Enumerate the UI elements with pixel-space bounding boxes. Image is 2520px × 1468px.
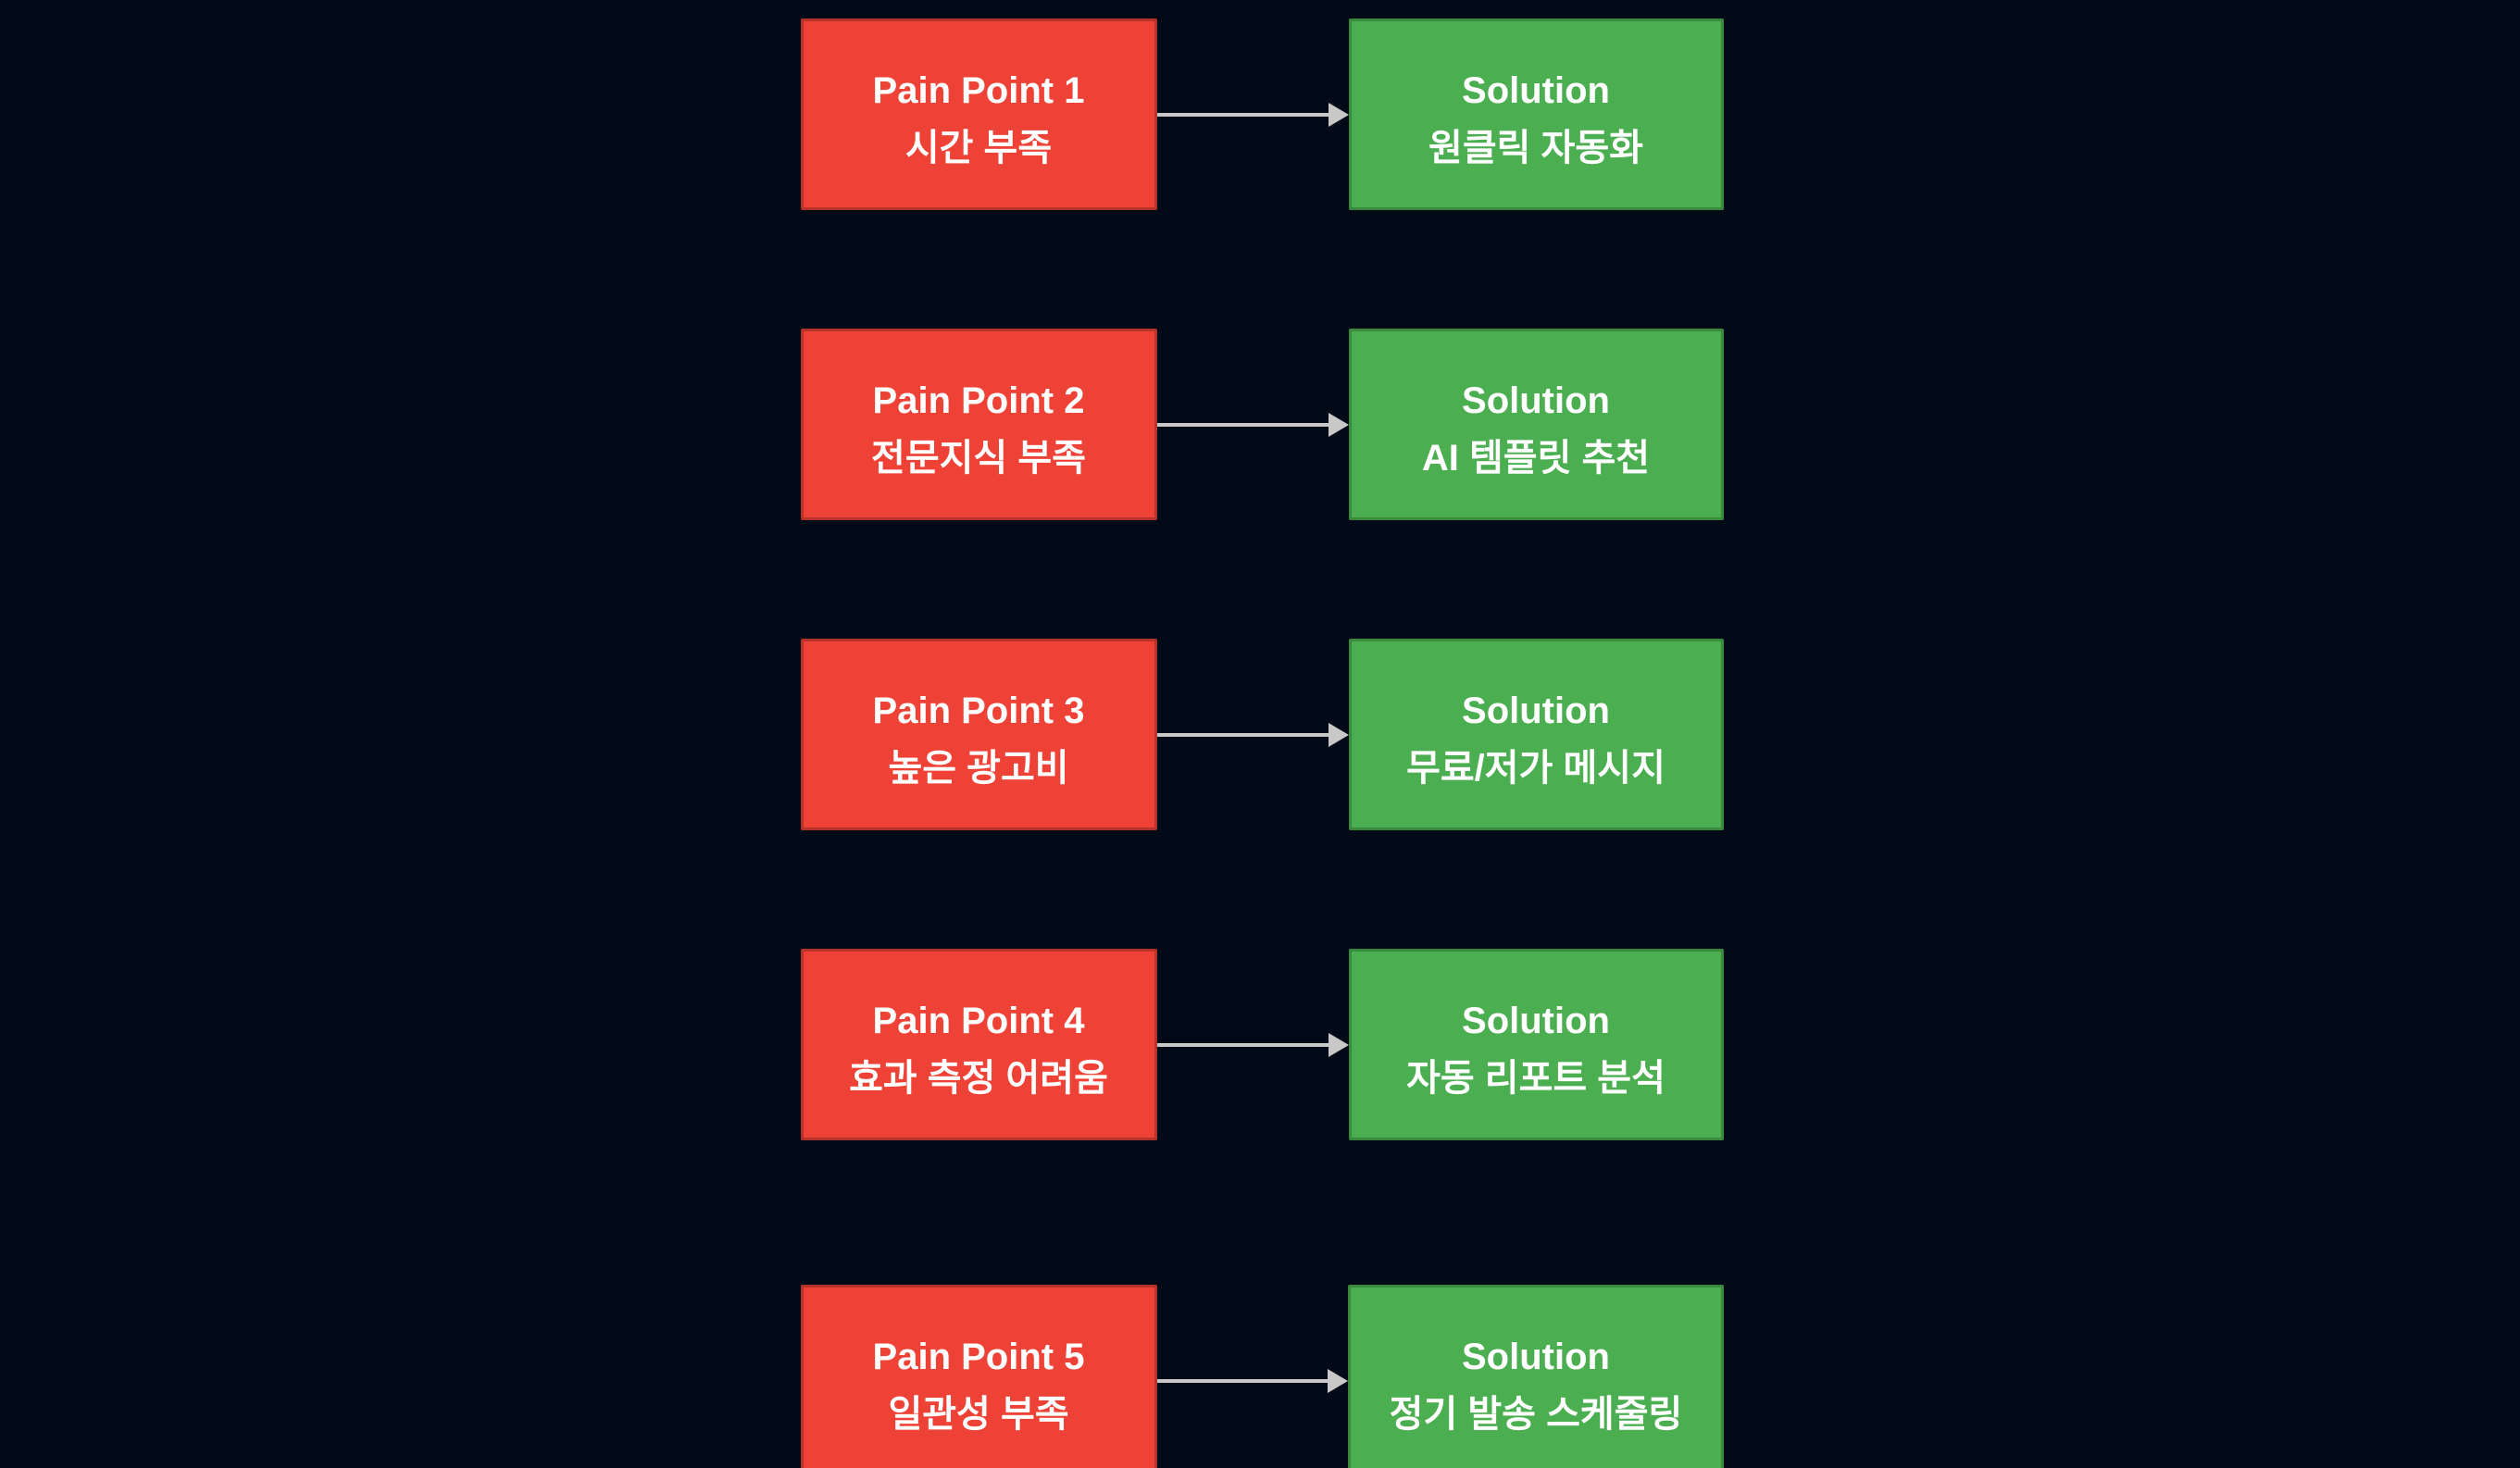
solution-column: Solution 원클릭 자동화 — [552, 19, 2520, 210]
flow-arrow — [1156, 412, 1349, 438]
solution-box: Solution 무료/저가 메시지 — [1348, 639, 1724, 830]
pain-point-box: Pain Point 4 효과 측정 어려움 — [800, 949, 1157, 1140]
solution-label: AI 템플릿 추천 — [1421, 437, 1651, 479]
pain-column: Pain Point 3 높은 광고비 — [0, 639, 1957, 830]
solution-title: Solution — [1462, 379, 1610, 421]
solution-label: 무료/저가 메시지 — [1406, 747, 1665, 789]
flow-row: Pain Point 5 일관성 부족 Solution 정기 발송 스케줄링 — [0, 1285, 2520, 1468]
solution-column: Solution 무료/저가 메시지 — [552, 639, 2520, 830]
flow-arrow — [1156, 102, 1349, 128]
solution-title: Solution — [1462, 69, 1610, 111]
flow-arrow — [1156, 722, 1349, 748]
pain-point-label: 시간 부족 — [904, 127, 1053, 168]
pain-column: Pain Point 2 전문지식 부족 — [0, 329, 1957, 520]
solution-title: Solution — [1462, 690, 1610, 731]
pain-point-label: 일관성 부족 — [888, 1393, 1069, 1435]
arrow-line — [1156, 1378, 1328, 1383]
pain-point-title: Pain Point 5 — [872, 1336, 1085, 1377]
flow-row: Pain Point 2 전문지식 부족 Solution AI 템플릿 추천 — [0, 329, 2520, 520]
solution-box: Solution 정기 발송 스케줄링 — [1347, 1285, 1725, 1468]
pain-point-label: 전문지식 부족 — [871, 437, 1086, 479]
pain-point-title: Pain Point 3 — [872, 690, 1085, 731]
pain-point-title: Pain Point 1 — [872, 69, 1085, 111]
solution-box: Solution 자동 리포트 분석 — [1348, 949, 1724, 1140]
solution-title: Solution — [1462, 1000, 1610, 1041]
solution-box: Solution AI 템플릿 추천 — [1348, 329, 1724, 520]
solution-column: Solution 정기 발송 스케줄링 — [552, 1285, 2520, 1468]
solution-label: 정기 발송 스케줄링 — [1389, 1393, 1683, 1435]
pain-point-box: Pain Point 3 높은 광고비 — [800, 639, 1157, 830]
pain-point-box: Pain Point 2 전문지식 부족 — [800, 329, 1157, 520]
pain-point-title: Pain Point 2 — [872, 379, 1085, 421]
arrow-line — [1156, 112, 1329, 117]
solution-box: Solution 원클릭 자동화 — [1348, 19, 1724, 210]
arrow-head-icon — [1328, 722, 1349, 747]
pain-point-label: 효과 측정 어려움 — [849, 1057, 1108, 1099]
arrow-head-icon — [1328, 1032, 1349, 1057]
arrow-line — [1156, 732, 1329, 737]
flow-row: Pain Point 1 시간 부족 Solution 원클릭 자동화 — [0, 19, 2520, 210]
arrow-head-icon — [1328, 102, 1349, 127]
solution-column: Solution AI 템플릿 추천 — [552, 329, 2520, 520]
flow-arrow — [1156, 1368, 1348, 1394]
arrow-head-icon — [1327, 1368, 1348, 1393]
flow-arrow — [1156, 1032, 1349, 1058]
arrow-line — [1156, 1042, 1329, 1047]
pain-column: Pain Point 1 시간 부족 — [0, 19, 1957, 210]
flow-row: Pain Point 4 효과 측정 어려움 Solution 자동 리포트 분… — [0, 949, 2520, 1140]
arrow-line — [1156, 422, 1329, 427]
solution-label: 원클릭 자동화 — [1428, 127, 1643, 168]
pain-column: Pain Point 5 일관성 부족 — [0, 1285, 1957, 1468]
pain-point-title: Pain Point 4 — [872, 1000, 1085, 1041]
pain-point-box: Pain Point 5 일관성 부족 — [800, 1285, 1157, 1468]
arrow-head-icon — [1328, 412, 1349, 437]
solution-title: Solution — [1462, 1336, 1610, 1377]
solution-column: Solution 자동 리포트 분석 — [552, 949, 2520, 1140]
pain-point-box: Pain Point 1 시간 부족 — [800, 19, 1157, 210]
pain-column: Pain Point 4 효과 측정 어려움 — [0, 949, 1957, 1140]
pain-point-label: 높은 광고비 — [888, 747, 1069, 789]
flow-row: Pain Point 3 높은 광고비 Solution 무료/저가 메시지 — [0, 639, 2520, 830]
solution-label: 자동 리포트 분석 — [1406, 1057, 1665, 1099]
